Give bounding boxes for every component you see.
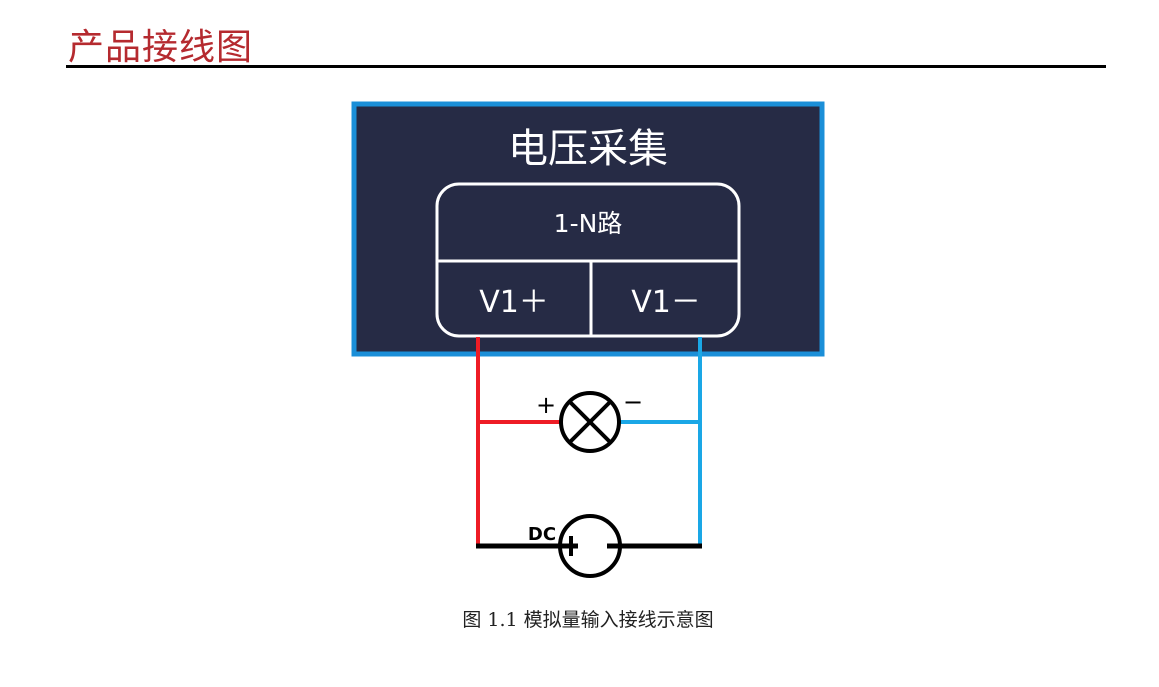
load-minus-label: −	[623, 388, 643, 416]
negative-wire	[620, 337, 702, 546]
title-underline	[66, 65, 1106, 68]
lamp-load-icon	[559, 391, 621, 453]
dc-source-icon	[476, 514, 702, 578]
figure-caption: 图 1.1 模拟量输入接线示意图	[462, 609, 714, 631]
terminal-v1-negative: V1－	[631, 285, 701, 320]
module-title: 电压采集	[508, 126, 668, 172]
positive-wire	[476, 337, 560, 546]
channel-label: 1-N路	[554, 209, 623, 238]
terminal-v1-positive: V1＋	[479, 285, 549, 320]
page-title: 产品接线图	[68, 27, 254, 68]
dc-source-label: DC	[528, 524, 556, 545]
load-plus-label: +	[536, 391, 556, 419]
voltage-module-box	[351, 101, 825, 357]
